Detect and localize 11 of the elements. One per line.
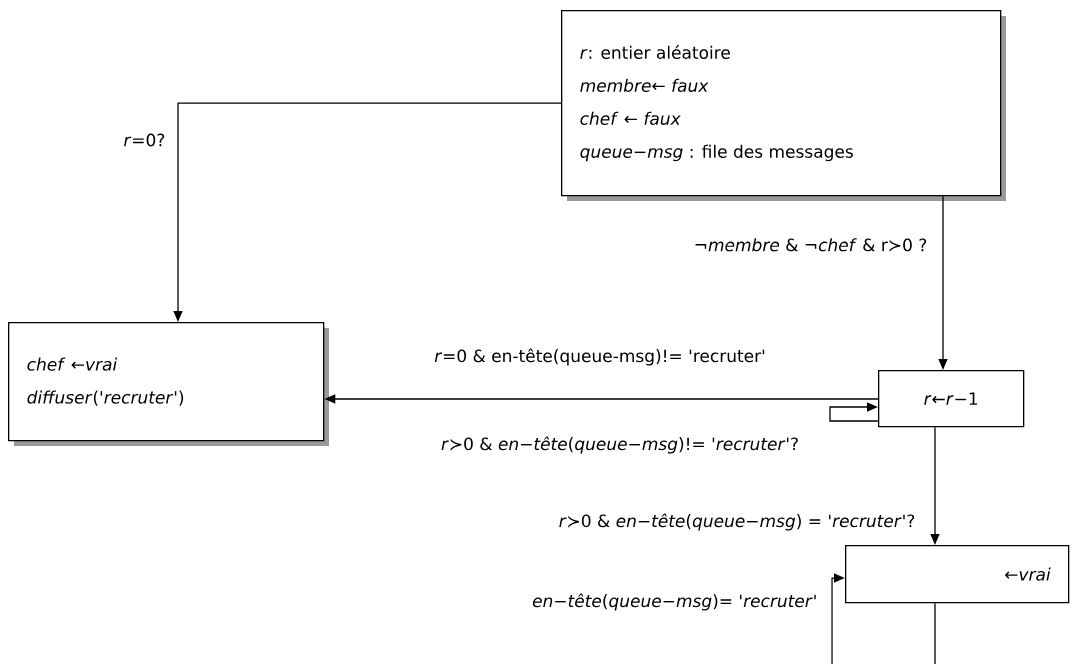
edge-label: ¬membre & ¬chef & r≻0 ?: [691, 236, 930, 254]
edge-label: r≻0 & en−tête(queue−msg) = 'recruter'?: [556, 511, 918, 533]
edge-label: r=0 & en-tête(queue-msg)!= 'recruter': [432, 346, 768, 368]
edge-label: r≻0 & en−tête(queue−msg)!= 'recruter'?: [438, 434, 802, 456]
process-box: chef ←vrai diffuser('recruter'): [8, 322, 329, 446]
process-box: r: entier aléatoire membre← faux chef ← faux queue−msg : file des messages: [561, 10, 1006, 201]
arrow: [829, 402, 879, 422]
process-box: ←vrai: [845, 545, 1070, 604]
process-box: r←r−1: [878, 370, 1025, 428]
edge-label: r=0?: [121, 131, 168, 149]
edge-label: en−tête(queue−msg)= 'recruter': [530, 591, 820, 613]
